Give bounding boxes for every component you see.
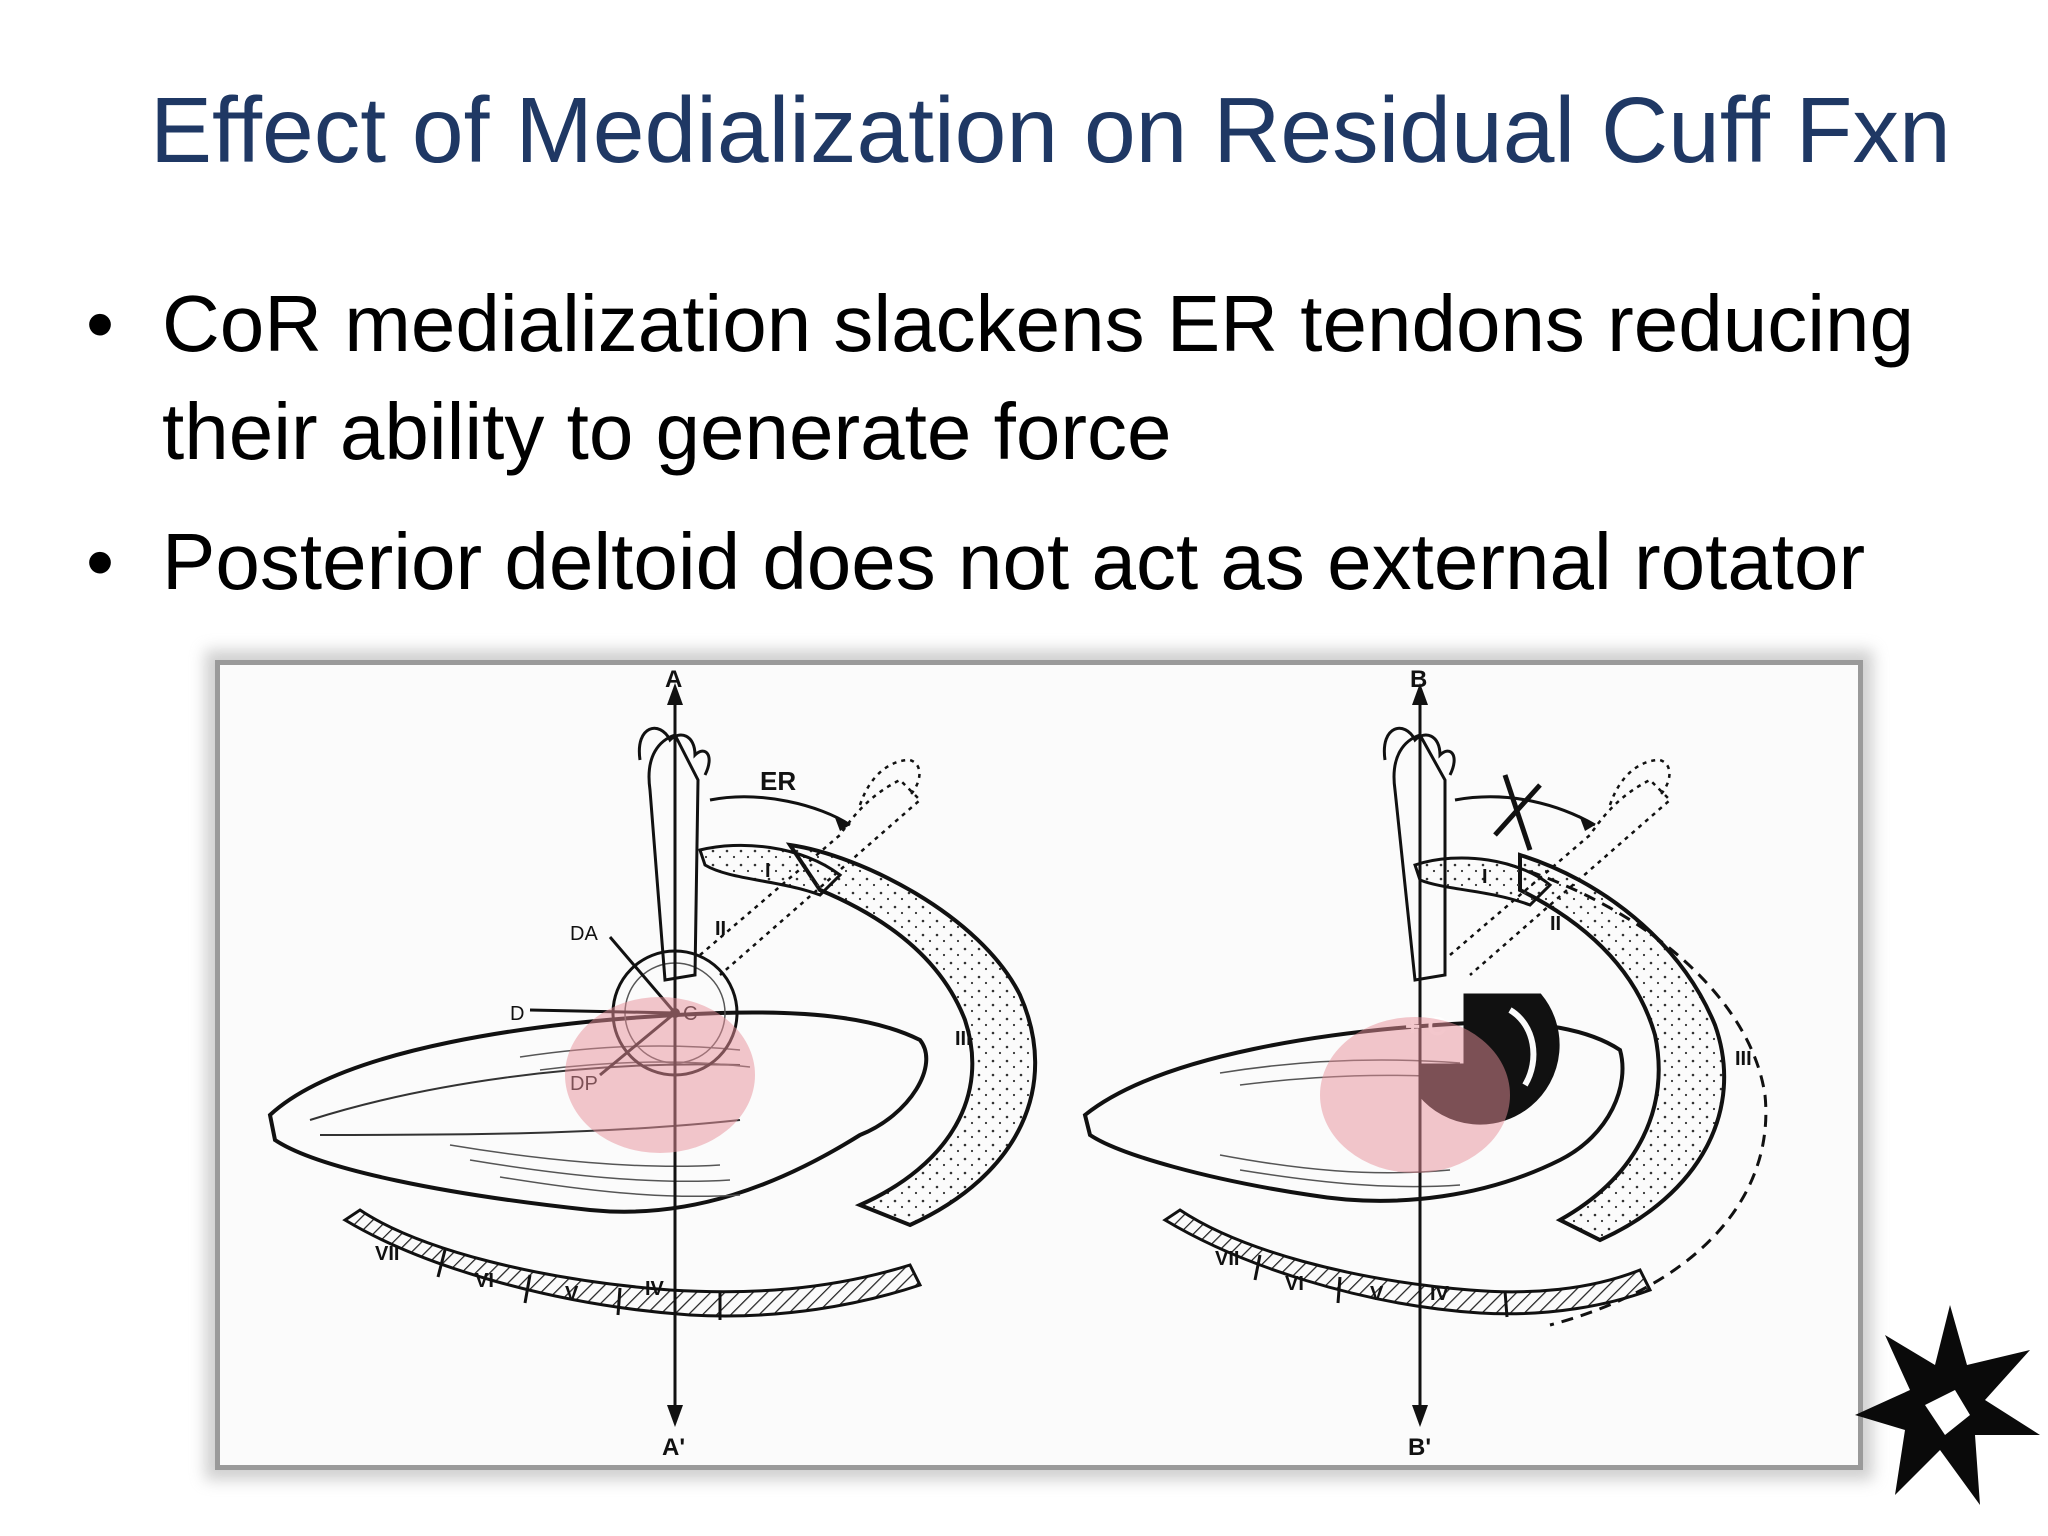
right-region-II: II <box>1550 913 1561 935</box>
right-label-axis-bottom: B' <box>1408 1434 1431 1461</box>
right-region-V: V <box>1370 1283 1384 1305</box>
slide-title: Effect of Medialization on Residual Cuff… <box>150 78 1951 182</box>
right-rotated-arm <box>1449 778 1672 976</box>
left-hatched-band <box>342 1208 923 1318</box>
right-region-I: I <box>1482 866 1488 888</box>
bullet-dot-icon: • <box>86 517 115 606</box>
right-region-VI: VI <box>1285 1273 1304 1295</box>
right-region-VII: VII <box>1215 1248 1239 1270</box>
right-region-IV: IV <box>1430 1283 1450 1305</box>
right-implant-crescent <box>1508 1007 1537 1087</box>
left-region-VI: VI <box>475 1270 494 1292</box>
bullet-list: • CoR medialization slackens ER tendons … <box>80 270 2020 638</box>
left-hand <box>637 726 711 776</box>
right-dashed-contour <box>1509 863 1768 1327</box>
left-highlight <box>565 997 755 1153</box>
left-axis-bottom-arrowhead <box>667 1405 683 1427</box>
left-label-axis-bottom: A' <box>662 1434 685 1461</box>
right-hand <box>1382 726 1456 776</box>
left-bone-I <box>698 843 843 897</box>
bullet-text: CoR medialization slackens ER tendons re… <box>162 279 1915 476</box>
left-er-arrowhead <box>834 815 850 831</box>
left-raised-arm <box>647 733 700 982</box>
right-region-III: III <box>1735 1048 1752 1070</box>
right-x-mark-icon <box>1493 774 1542 851</box>
right-scapula-crescent <box>1518 852 1727 1243</box>
star-logo-icon <box>1855 1305 2040 1505</box>
right-deltoid-shape <box>1082 1020 1625 1203</box>
left-region-II: II <box>715 918 726 940</box>
left-region-IV: IV <box>645 1278 665 1300</box>
right-hatched-band <box>1162 1208 1653 1316</box>
left-scapula-crescent <box>785 842 1038 1228</box>
right-axis-top-arrowhead <box>1412 683 1428 705</box>
right-axis-bottom-arrowhead <box>1412 1405 1428 1427</box>
left-deltoid-shape <box>267 1010 929 1214</box>
left-region-III: III <box>955 1028 972 1050</box>
left-rotated-hand <box>858 758 921 806</box>
left-label-d: D <box>510 1003 524 1025</box>
anatomy-figure: ER A A' C DA D DP <box>215 660 1863 1470</box>
left-rotated-arm <box>699 778 922 976</box>
right-raised-arm <box>1392 733 1447 982</box>
right-highlight <box>1320 1017 1510 1173</box>
shoulder-diagram: ER A A' C DA D DP <box>267 666 1768 1461</box>
left-axis-top-arrowhead <box>667 683 683 705</box>
left-band-dividers <box>436 1249 722 1320</box>
right-panel: B B' + C I II III IV V VI VII <box>1082 666 1768 1461</box>
left-er-arrow <box>709 795 851 827</box>
left-region-VII: VII <box>375 1243 399 1265</box>
left-region-V: V <box>565 1283 579 1305</box>
bullet-item: • CoR medialization slackens ER tendons … <box>80 270 2020 486</box>
right-rotated-hand <box>1608 758 1671 806</box>
right-er-arrowhead <box>1579 815 1595 831</box>
left-label-axis-top: A <box>665 666 682 693</box>
bullet-dot-icon: • <box>86 279 115 368</box>
bullet-item: • Posterior deltoid does not act as exte… <box>80 508 2020 616</box>
left-label-da: DA <box>570 923 598 945</box>
bullet-text: Posterior deltoid does not act as extern… <box>162 517 1866 606</box>
right-label-axis-top: B <box>1410 666 1427 693</box>
left-panel: ER A A' C DA D DP <box>267 666 1038 1461</box>
left-region-I: I <box>765 860 771 882</box>
left-label-er: ER <box>760 766 796 796</box>
